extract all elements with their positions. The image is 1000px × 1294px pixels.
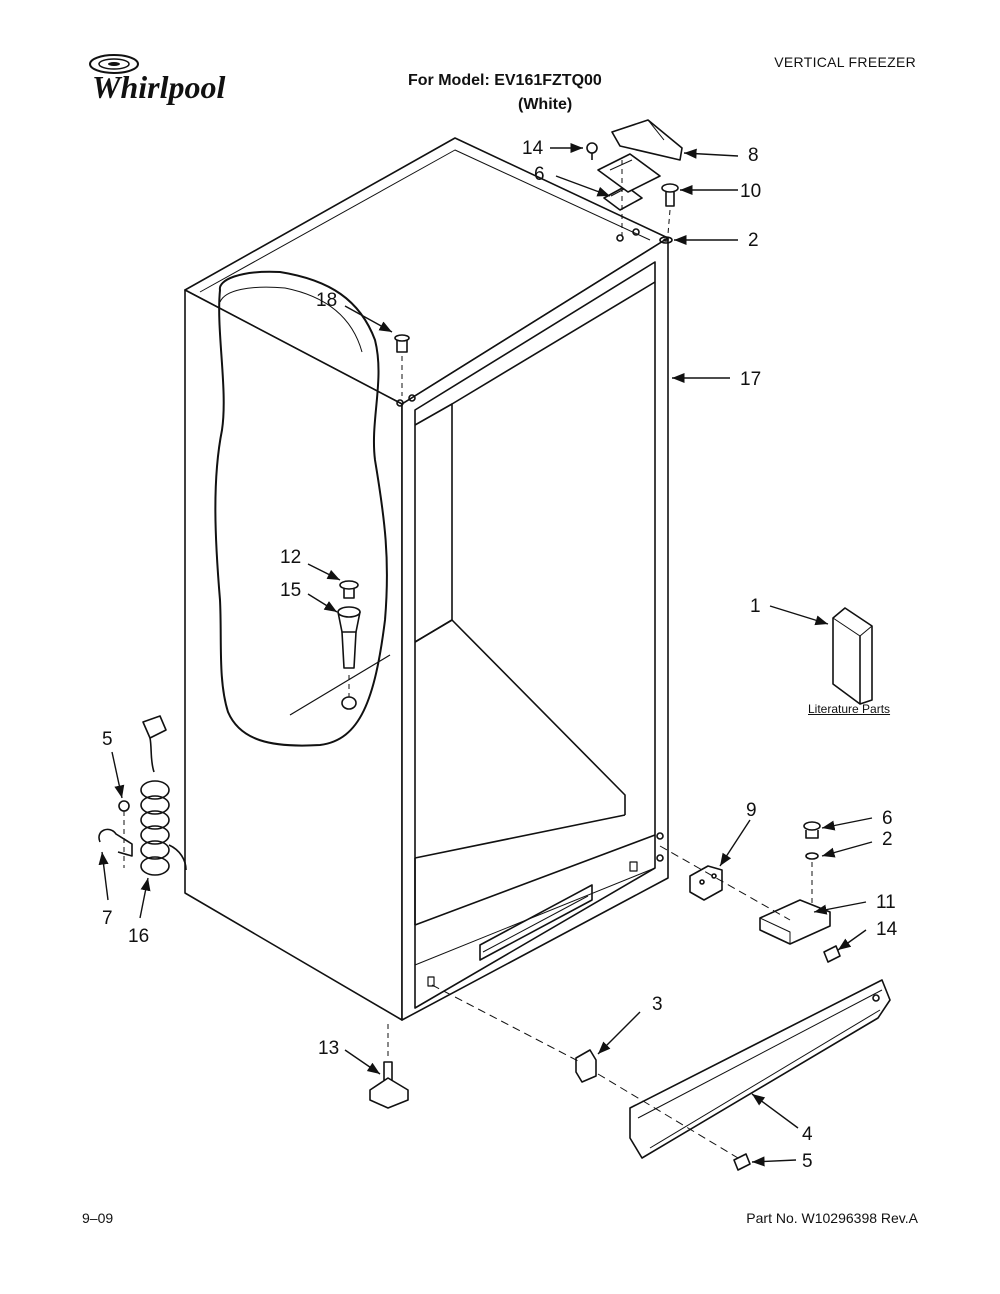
- leader-6-right: [821, 817, 873, 831]
- drain-tube-15: [337, 606, 361, 669]
- bottom-hinge-11: [759, 899, 831, 945]
- hinge-bracket-9: [689, 865, 723, 901]
- washer-2-top: [659, 236, 673, 244]
- leader-12: [307, 563, 341, 581]
- callout-10: 10: [740, 181, 761, 202]
- literature-booklet-1: [832, 607, 873, 705]
- clip-3: [575, 1049, 597, 1083]
- callout-7: 7: [102, 908, 113, 929]
- callout-9: 9: [746, 800, 757, 821]
- screw-5-left: [118, 800, 130, 868]
- top-hinge-cover-8: [611, 119, 683, 161]
- screw-18: [394, 334, 410, 396]
- screw-14-right: [823, 945, 841, 963]
- leader-16: [139, 877, 151, 919]
- cord-clamp-7: [98, 828, 133, 857]
- literature-parts-label: Literature Parts: [808, 702, 891, 716]
- leader-15: [307, 593, 338, 613]
- washer-2-right: [805, 852, 819, 860]
- leader-11: [813, 901, 867, 915]
- hinge-pin-6-right: [803, 821, 821, 839]
- leader-6-top: [555, 175, 611, 197]
- category-title: VERTICAL FREEZER: [774, 54, 916, 70]
- leader-18: [344, 305, 393, 333]
- leader-14-right: [837, 929, 867, 951]
- callout-16: 16: [128, 926, 149, 947]
- callout-13: 13: [318, 1038, 339, 1059]
- callout-5-bottom: 5: [802, 1151, 813, 1172]
- callout-14-top: 14: [522, 138, 544, 159]
- footer-part-number: Part No. W10296398 Rev.A: [746, 1210, 918, 1226]
- leader-3: [597, 1011, 641, 1055]
- hinge-pin-10: [661, 183, 679, 207]
- callout-15: 15: [280, 580, 301, 601]
- footer-date: 9–09: [82, 1210, 114, 1226]
- leader-8: [683, 148, 739, 159]
- shim-6-top: [603, 185, 643, 211]
- model-line: For Model: EV161FZTQ00: [408, 72, 602, 89]
- callout-4: 4: [802, 1124, 813, 1145]
- callout-6-right: 6: [882, 808, 893, 829]
- leader-4: [751, 1093, 799, 1129]
- callout-14-right: 14: [876, 919, 898, 940]
- callout-11: 11: [876, 892, 896, 913]
- leader-9: [719, 819, 751, 867]
- callout-8: 8: [748, 145, 759, 166]
- leader-5-bottom: [751, 1156, 797, 1167]
- whirlpool-logo: Whirlpool: [89, 54, 225, 105]
- callout-2-right: 2: [882, 829, 893, 850]
- drain-plug-12: [339, 580, 359, 599]
- top-hinge-bracket: [597, 153, 661, 193]
- callout-6-top: 6: [534, 164, 545, 185]
- color-line: (White): [518, 96, 573, 113]
- power-cord-16: [140, 715, 187, 876]
- leveling-leg-13: [369, 1024, 409, 1109]
- screw-5-bottom: [733, 1153, 751, 1171]
- leader-13: [344, 1049, 381, 1075]
- callout-5-left: 5: [102, 729, 113, 750]
- leader-5-left: [111, 751, 125, 799]
- callout-18: 18: [316, 290, 337, 311]
- cabinet-body: [184, 137, 669, 1021]
- leader-1: [769, 605, 829, 626]
- screw-14-top: [586, 142, 598, 160]
- callout-17: 17: [740, 369, 761, 390]
- leader-7: [98, 851, 109, 901]
- callout-2-top: 2: [748, 230, 759, 251]
- svg-text:Whirlpool: Whirlpool: [92, 69, 225, 105]
- leader-2-right: [821, 841, 873, 858]
- side-cutaway-outline: [214, 270, 391, 747]
- callout-12: 12: [280, 547, 301, 568]
- callout-1: 1: [750, 596, 761, 617]
- toe-grille-4: [629, 979, 891, 1159]
- callout-3: 3: [652, 994, 663, 1015]
